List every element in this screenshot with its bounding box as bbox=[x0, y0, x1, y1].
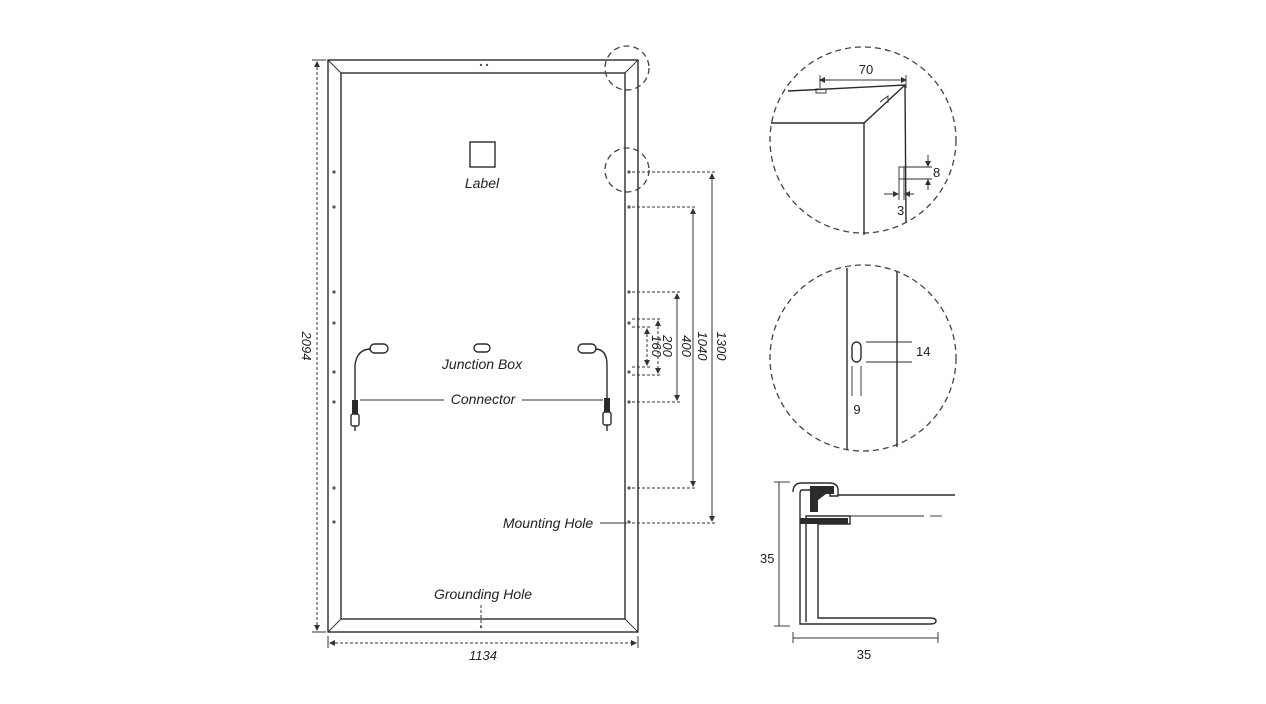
width-label: 1134 bbox=[469, 648, 497, 663]
corner-width-label: 70 bbox=[859, 62, 873, 77]
top-vent-hole bbox=[479, 63, 483, 67]
dim-200-label: 200 bbox=[660, 334, 675, 357]
corner-callout-circle bbox=[604, 45, 650, 91]
corner-detail bbox=[769, 46, 957, 235]
hole-height-label: 8 bbox=[933, 165, 940, 180]
junction-box bbox=[473, 343, 491, 353]
height-dimension bbox=[312, 59, 326, 633]
frame-holes-left bbox=[332, 170, 336, 524]
slot-width-label: 9 bbox=[853, 402, 860, 417]
dim-160-label: 160 bbox=[649, 335, 664, 357]
profile-width-label: 35 bbox=[857, 647, 871, 662]
label-box bbox=[469, 141, 496, 168]
hole-width-label: 3 bbox=[897, 203, 904, 218]
slot-length-label: 14 bbox=[916, 344, 930, 359]
hole-callout-circle bbox=[604, 147, 650, 193]
right-cable bbox=[577, 343, 612, 431]
grounding-hole-mark bbox=[479, 625, 483, 629]
width-dimension bbox=[327, 636, 639, 648]
label-text: Label bbox=[465, 175, 500, 191]
dim-1300-label: 1300 bbox=[714, 332, 729, 362]
dim-400-label: 400 bbox=[679, 335, 694, 357]
frame-profile bbox=[774, 481, 955, 643]
mounting-hole-text: Mounting Hole bbox=[503, 515, 593, 531]
hole-spacing-dimensions bbox=[632, 171, 716, 524]
module-frame bbox=[327, 59, 639, 633]
top-vent-hole bbox=[485, 63, 489, 67]
grounding-hole-text: Grounding Hole bbox=[434, 586, 532, 602]
profile-height-label: 35 bbox=[760, 551, 774, 566]
mounting-holes-right bbox=[627, 170, 631, 524]
junction-box-text: Junction Box bbox=[441, 356, 523, 372]
left-cable bbox=[350, 343, 389, 431]
slot-detail bbox=[769, 264, 957, 452]
height-label: 2094 bbox=[299, 331, 314, 361]
dim-1040-label: 1040 bbox=[695, 332, 710, 362]
connector-text: Connector bbox=[451, 391, 517, 407]
